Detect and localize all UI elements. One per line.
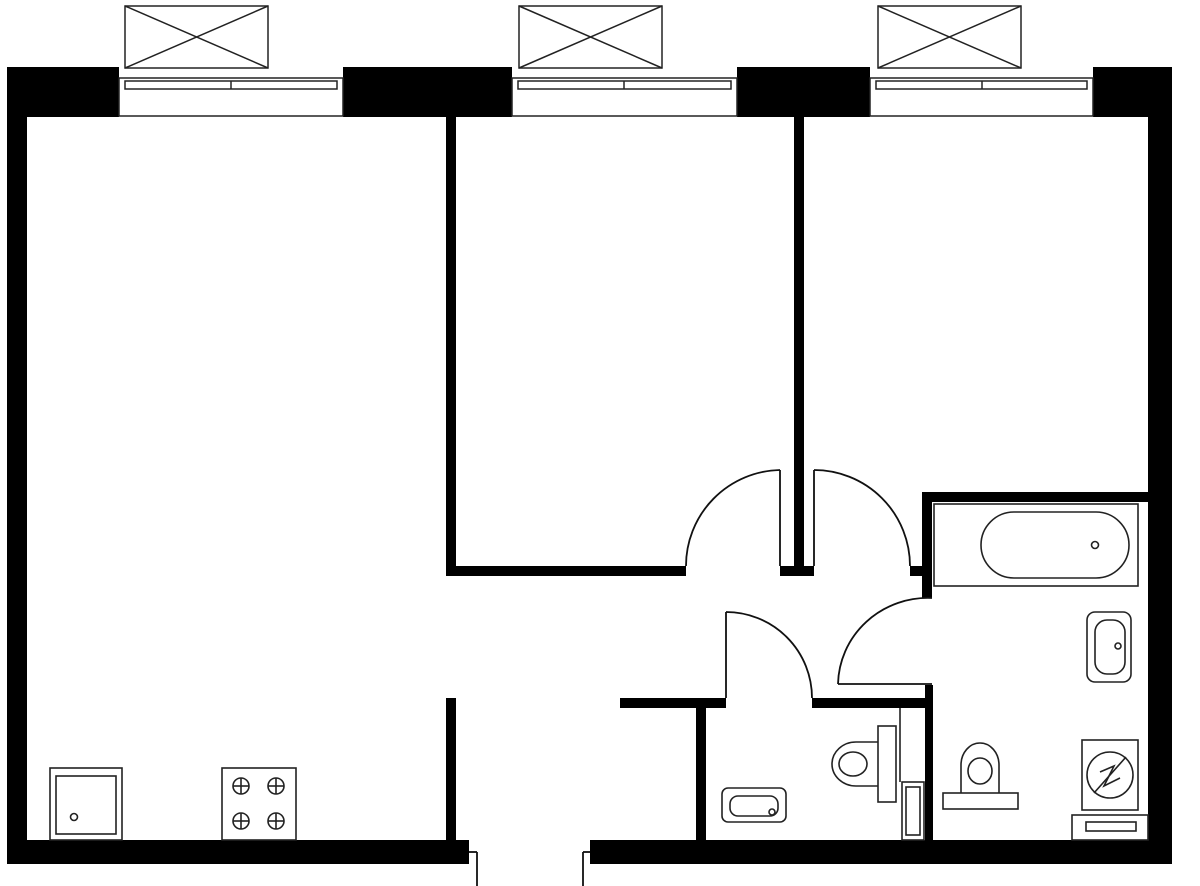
wall-bedroom-door-jamb-left <box>780 566 814 576</box>
door-bedroom-middle <box>685 469 781 567</box>
right-wall <box>1148 67 1172 864</box>
wall-living-bedroom <box>446 116 456 576</box>
wall-wc-left <box>696 698 706 843</box>
wall-bedroom-middle-bottom <box>446 566 686 576</box>
top-wall-mid-left <box>343 67 512 117</box>
stove <box>221 767 297 841</box>
bathroom-shelf <box>1071 814 1149 841</box>
door-wc <box>725 611 813 699</box>
wall-between-bedrooms <box>794 116 804 576</box>
door-bedroom-right <box>813 469 911 567</box>
wc-riser <box>901 781 925 841</box>
kitchen-sink <box>49 767 123 841</box>
window-middle <box>511 5 738 117</box>
window-right <box>869 5 1094 117</box>
window-left <box>118 5 344 117</box>
top-wall-right <box>1093 67 1150 117</box>
bathtub <box>933 503 1139 587</box>
wall-bedroom-right-bottom <box>910 566 930 576</box>
wc-washbasin <box>721 787 787 823</box>
top-wall-mid-right <box>737 67 870 117</box>
burner-1 <box>232 777 250 795</box>
doors <box>469 469 933 886</box>
bath-toilet <box>942 742 1019 810</box>
entrance-jambs <box>469 851 590 886</box>
bottom-wall-left <box>7 840 469 864</box>
left-wall <box>7 67 27 864</box>
wall-living-lower <box>446 698 456 843</box>
exterior-walls <box>7 67 1172 864</box>
bath-washbasin <box>1086 611 1132 683</box>
door-bathroom <box>837 597 933 685</box>
wall-wc-top-left <box>620 698 726 708</box>
windows <box>118 5 1094 117</box>
wall-bathroom-left <box>922 492 932 598</box>
wall-bathroom-left-lower <box>925 685 933 840</box>
interior-walls <box>446 116 1150 843</box>
wc-toilet <box>831 725 897 803</box>
burner-2 <box>267 777 285 795</box>
bottom-wall-right <box>590 840 1172 864</box>
wc-fixtures <box>721 708 925 841</box>
bathroom-fixtures <box>933 503 1149 841</box>
wall-wc-top-right <box>812 698 932 708</box>
wall-bathroom-top <box>922 492 1150 502</box>
burner-4 <box>267 812 285 830</box>
burner-3 <box>232 812 250 830</box>
kitchen-fixtures <box>49 767 297 841</box>
washing-machine <box>1081 739 1139 811</box>
